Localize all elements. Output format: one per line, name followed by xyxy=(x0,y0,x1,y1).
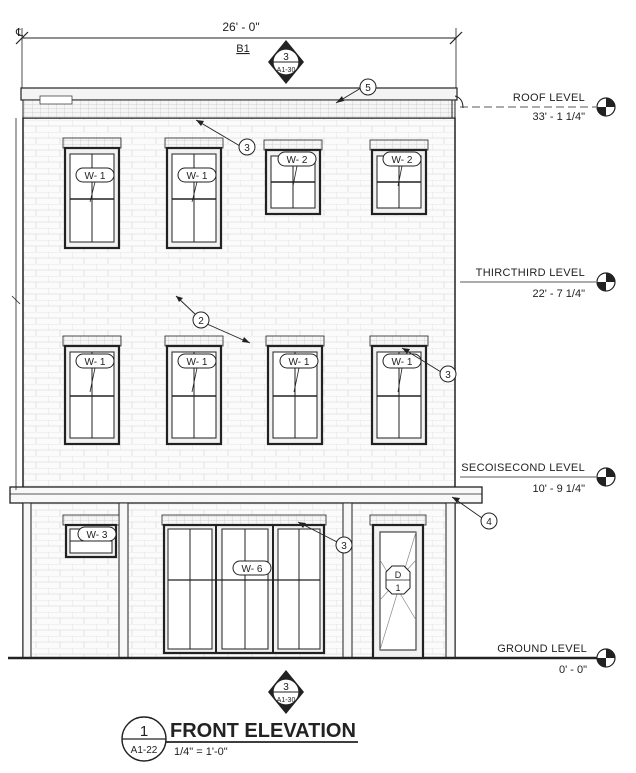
svg-text:W- 1: W- 1 xyxy=(85,357,106,368)
window-tag-w1-second-a[interactable]: W- 1 xyxy=(75,353,115,369)
window-tags: W- 1 W- 1 W- 2 W- 2 W- 1 W- 1 W- 1 W- 1 xyxy=(75,151,422,576)
section-number-bottom: 3 xyxy=(283,682,289,693)
svg-text:W- 1: W- 1 xyxy=(187,171,208,182)
ground-floor-openings xyxy=(62,514,427,660)
svg-text:W- 1: W- 1 xyxy=(392,357,413,368)
view-number: 1 xyxy=(140,723,148,740)
section-marker-bottom[interactable]: 3 A1-30 xyxy=(268,670,304,714)
level-roof: ROOF LEVEL 33' - 1 1/4" xyxy=(460,92,616,123)
svg-text:W- 1: W- 1 xyxy=(289,357,310,368)
level-target-icon xyxy=(596,467,616,487)
window-tag-w1-second-d[interactable]: W- 1 xyxy=(382,353,422,369)
keynote-3-second[interactable]: 3 xyxy=(439,365,457,383)
level-target-icon xyxy=(596,272,616,292)
window-tag-w1-second-c[interactable]: W- 1 xyxy=(279,353,319,369)
window-tag-w3[interactable]: W- 3 xyxy=(77,526,117,542)
door-tag-d1[interactable]: D 1 xyxy=(385,565,411,595)
overall-dimension-text: 26' - 0" xyxy=(222,20,259,34)
level-ground: GROUND LEVEL 0' - 0" xyxy=(484,643,616,676)
keynote-3-roof[interactable]: 3 xyxy=(238,138,256,156)
window-tag-w1-third-a[interactable]: W- 1 xyxy=(75,167,115,183)
svg-text:3: 3 xyxy=(445,370,451,381)
section-sheet-bottom: A1-30 xyxy=(277,697,296,704)
svg-text:W- 2: W- 2 xyxy=(392,155,413,166)
level-second-name: SECOISECOND LEVEL xyxy=(461,462,585,474)
window-tag-w2-third-b[interactable]: W- 2 xyxy=(382,151,422,167)
svg-text:W- 2: W- 2 xyxy=(287,155,308,166)
door-tag-letter: D xyxy=(395,570,402,580)
level-second: SECOISECOND LEVEL 10' - 9 1/4" xyxy=(460,462,616,495)
svg-text:2: 2 xyxy=(198,316,204,327)
svg-text:3: 3 xyxy=(244,143,250,154)
level-roof-name: ROOF LEVEL xyxy=(513,92,585,104)
keynote-2[interactable]: 2 xyxy=(192,311,210,329)
centerline-symbol: ℄ xyxy=(15,27,23,39)
keynotes: 5 3 2 3 4 3 xyxy=(175,78,498,554)
level-third: THIRCTHIRD LEVEL 22' - 7 1/4" xyxy=(460,267,616,300)
overall-dimension: 26' - 0" xyxy=(15,20,463,100)
level-target-icon xyxy=(596,97,616,117)
level-second-elevation: 10' - 9 1/4" xyxy=(533,483,586,495)
keynote-3-ground[interactable]: 3 xyxy=(335,536,353,554)
section-sheet-top: A1-30 xyxy=(277,67,296,74)
door-tag-number: 1 xyxy=(395,583,400,593)
gridline-label: B1 xyxy=(236,43,249,55)
level-third-name: THIRCTHIRD LEVEL xyxy=(476,267,585,279)
svg-text:W- 1: W- 1 xyxy=(85,171,106,182)
level-roof-elevation: 33' - 1 1/4" xyxy=(533,111,586,123)
svg-text:4: 4 xyxy=(486,517,492,528)
window-tag-w2-third-a[interactable]: W- 2 xyxy=(277,151,317,167)
window-tag-w1-second-b[interactable]: W- 1 xyxy=(177,353,217,369)
section-marker-top[interactable]: 3 A1-30 xyxy=(268,40,304,84)
level-ground-name: GROUND LEVEL xyxy=(497,643,587,655)
title-block: 1 A1-22 FRONT ELEVATION 1/4" = 1'-0" xyxy=(121,716,358,762)
svg-text:5: 5 xyxy=(365,83,371,94)
level-third-elevation: 22' - 7 1/4" xyxy=(533,288,586,300)
window-tag-w1-third-b[interactable]: W- 1 xyxy=(177,167,217,183)
window-tag-w6[interactable]: W- 6 xyxy=(232,560,272,576)
view-sheet: A1-22 xyxy=(131,745,158,756)
view-scale: 1/4" = 1'-0" xyxy=(174,746,228,758)
level-ground-elevation: 0' - 0" xyxy=(559,664,587,676)
svg-text:W- 6: W- 6 xyxy=(242,564,263,575)
level-target-icon xyxy=(596,648,616,668)
view-title: FRONT ELEVATION xyxy=(170,720,356,742)
section-number-top: 3 xyxy=(283,52,289,63)
keynote-4[interactable]: 4 xyxy=(480,512,498,530)
keynote-5[interactable]: 5 xyxy=(359,78,377,96)
svg-text:W- 1: W- 1 xyxy=(187,357,208,368)
svg-text:W- 3: W- 3 xyxy=(87,530,108,541)
svg-text:3: 3 xyxy=(341,541,347,552)
